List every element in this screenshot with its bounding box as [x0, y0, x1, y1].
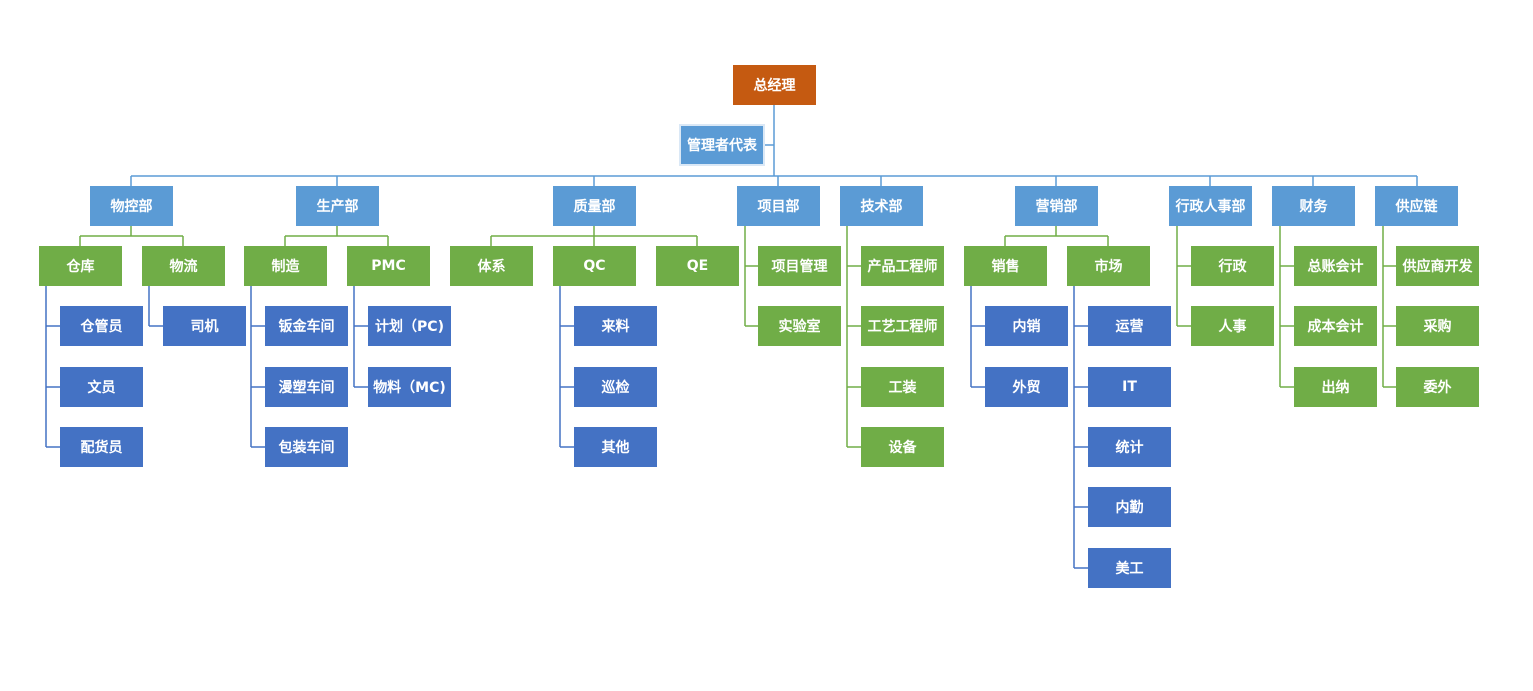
node-equipment: 设备	[861, 427, 944, 467]
node-logistics: 物流	[142, 246, 225, 286]
node-tooling: 工装	[861, 367, 944, 407]
dept-finance: 财务	[1272, 186, 1355, 226]
node-incoming: 来料	[574, 306, 657, 346]
node-clerk: 文员	[60, 367, 143, 407]
node-packaging-workshop: 包装车间	[265, 427, 348, 467]
node-ceo: 总经理	[733, 65, 816, 105]
node-pmc: PMC	[347, 246, 430, 286]
dept-admin-hr: 行政人事部	[1169, 186, 1252, 226]
dept-quality: 质量部	[553, 186, 636, 226]
node-patrol: 巡检	[574, 367, 657, 407]
node-plastic-workshop: 漫塑车间	[265, 367, 348, 407]
node-internal-affairs: 内勤	[1088, 487, 1171, 527]
dept-project: 项目部	[737, 186, 820, 226]
node-management-rep: 管理者代表	[679, 124, 765, 166]
node-qe: QE	[656, 246, 739, 286]
node-outsourcing: 委外	[1396, 367, 1479, 407]
node-process-engineer: 工艺工程师	[861, 306, 944, 346]
node-project-management: 项目管理	[758, 246, 841, 286]
dept-production: 生产部	[296, 186, 379, 226]
node-it: IT	[1088, 367, 1171, 407]
node-laboratory: 实验室	[758, 306, 841, 346]
node-general-ledger: 总账会计	[1294, 246, 1377, 286]
dept-technology: 技术部	[840, 186, 923, 226]
node-supplier-development: 供应商开发	[1396, 246, 1479, 286]
node-sheet-metal-workshop: 钣金车间	[265, 306, 348, 346]
node-foreign-trade: 外贸	[985, 367, 1068, 407]
dept-supply-chain: 供应链	[1375, 186, 1458, 226]
dept-materials-control: 物控部	[90, 186, 173, 226]
node-warehouse: 仓库	[39, 246, 122, 286]
node-other: 其他	[574, 427, 657, 467]
node-market: 市场	[1067, 246, 1150, 286]
node-qc: QC	[553, 246, 636, 286]
node-planning-pc: 计划（PC)	[368, 306, 451, 346]
node-system: 体系	[450, 246, 533, 286]
node-administration: 行政	[1191, 246, 1274, 286]
node-cost-accounting: 成本会计	[1294, 306, 1377, 346]
node-procurement: 采购	[1396, 306, 1479, 346]
node-material-mc: 物料（MC)	[368, 367, 451, 407]
node-sales: 销售	[964, 246, 1047, 286]
node-cashier: 出纳	[1294, 367, 1377, 407]
node-picker: 配货员	[60, 427, 143, 467]
node-driver: 司机	[163, 306, 246, 346]
dept-marketing: 营销部	[1015, 186, 1098, 226]
node-operations: 运营	[1088, 306, 1171, 346]
node-warehouse-keeper: 仓管员	[60, 306, 143, 346]
node-manufacturing: 制造	[244, 246, 327, 286]
node-product-engineer: 产品工程师	[861, 246, 944, 286]
node-personnel: 人事	[1191, 306, 1274, 346]
node-domestic-sales: 内销	[985, 306, 1068, 346]
node-statistics: 统计	[1088, 427, 1171, 467]
node-artist: 美工	[1088, 548, 1171, 588]
